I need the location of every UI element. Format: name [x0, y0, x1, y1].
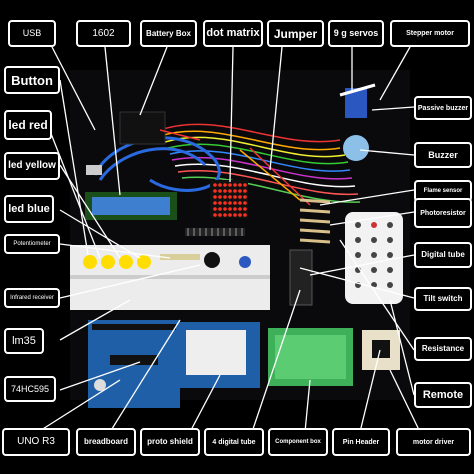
motor-driver-board: [362, 330, 400, 370]
label-led-red: led red: [4, 110, 52, 140]
component-box-item: [268, 328, 353, 386]
resistors: [299, 198, 331, 244]
label-stepper-motor: Stepper motor: [390, 20, 470, 47]
label-motor-driver: motor driver: [396, 428, 471, 456]
jumper-wires: [159, 123, 361, 206]
label-1602: 1602: [76, 20, 131, 47]
label-jumper: Jumper: [267, 20, 324, 47]
label-infrared-receiver: Infrared receiver: [4, 288, 60, 308]
label-passive-buzzer: Passive buzzer: [414, 96, 472, 120]
buzzer-part: [204, 252, 220, 268]
label-pin-header: Pin Header: [332, 428, 390, 456]
label-button: Button: [4, 66, 60, 94]
label-photoresistor: Photoresistor: [414, 198, 472, 228]
ir-remote: [345, 212, 403, 304]
label-led-yellow: led yellow: [4, 152, 60, 180]
dot-matrix-module: [210, 180, 248, 218]
label-proto-shield: proto shield: [140, 428, 200, 456]
lcd-1602-module: [85, 192, 177, 220]
stepper-motor: [343, 135, 369, 161]
servo-motor: [345, 88, 367, 118]
battery-box: [119, 111, 166, 145]
label-digital-tube: Digital tube: [414, 242, 472, 268]
label-tilt-switch: Tilt switch: [414, 287, 472, 311]
arduino-uno-board: [88, 320, 180, 408]
label-resistance: Resistance: [414, 337, 472, 361]
label-uno-r3: UNO R3: [2, 428, 70, 456]
label-battery-box: Battery Box: [140, 20, 197, 47]
label-buzzer: Buzzer: [414, 142, 472, 168]
label-lm35: lm35: [4, 328, 44, 354]
label-remote: Remote: [414, 382, 472, 408]
callout-lines: [37, 46, 421, 433]
led-bar: [160, 254, 200, 260]
label-4-digital-tube: 4 digital tube: [204, 428, 264, 456]
label-dot-matrix: dot matrix: [203, 20, 263, 47]
buttons-row: [83, 255, 151, 269]
label-74hc595: 74HC595: [4, 376, 56, 402]
label-potentiometer: Potentiometer: [4, 234, 60, 254]
label-led-blue: led blue: [4, 195, 54, 223]
label-component-box: Component box: [268, 428, 328, 456]
usb-cable: [93, 136, 221, 192]
label-usb: USB: [8, 20, 56, 47]
pin-header-strip: [185, 228, 245, 236]
digital-tube: [289, 249, 313, 306]
potentiometer-part: [239, 256, 251, 268]
label-breadboard: breadboard: [76, 428, 136, 456]
label-9g-servos: 9 g servos: [328, 20, 384, 47]
usb-plug: [86, 165, 102, 175]
